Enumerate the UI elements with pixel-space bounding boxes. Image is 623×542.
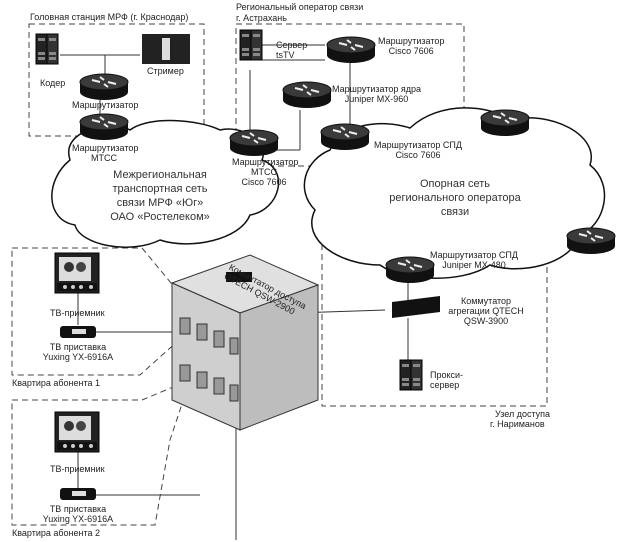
zone-apartment-1 <box>11 247 201 376</box>
links <box>60 44 409 540</box>
streamer-icon <box>142 34 190 64</box>
server-tstv-icon <box>239 29 263 61</box>
router-backbone-icon <box>566 227 616 255</box>
access-switch-icon <box>226 272 252 282</box>
zone-label-regional-city: г. Астрахань <box>236 13 287 23</box>
label-tv-2: ТВ-приемник <box>50 464 105 474</box>
router-spd-juniper-icon <box>385 256 435 284</box>
agg-switch-icon <box>392 296 440 318</box>
label-coder: Кодер <box>40 78 66 88</box>
zone-label-head-station: Головная станция МРФ (г. Краснодар) <box>30 12 189 22</box>
router-spd-cisco-icon <box>320 123 370 151</box>
router-icon <box>79 73 129 101</box>
router-mtss-icon <box>79 113 129 141</box>
tv-receiver-icon <box>54 252 100 294</box>
tv-receiver-icon <box>54 411 100 453</box>
set-top-box-icon <box>60 326 96 338</box>
proxy-server-icon <box>399 359 423 391</box>
label-streamer: Стример <box>147 66 184 76</box>
building <box>170 254 320 431</box>
label-tv-1: ТВ-приемник <box>50 308 105 318</box>
set-top-box-icon <box>60 488 96 500</box>
router-backbone-icon <box>480 109 530 137</box>
router-mtss-cisco-icon <box>229 129 279 157</box>
zone-label-regional-operator: Региональный оператор связи <box>236 2 364 12</box>
router-cisco-icon <box>326 36 376 64</box>
zone-apartment-2 <box>11 379 191 526</box>
cloud-interregional <box>51 119 280 248</box>
zone-label-apartment-1: Квартира абонента 1 <box>12 378 101 388</box>
router-core-icon <box>282 81 332 109</box>
label-router: Маршрутизатор <box>72 100 139 110</box>
zone-label-access-city: г. Нариманов <box>490 419 545 429</box>
zone-label-access-node: Узел доступа <box>495 409 551 419</box>
label-proxy-server: Прокси-сервер <box>430 370 464 390</box>
zone-label-apartment-2: Квартира абонента 2 <box>12 528 101 538</box>
coder-icon <box>35 33 59 65</box>
